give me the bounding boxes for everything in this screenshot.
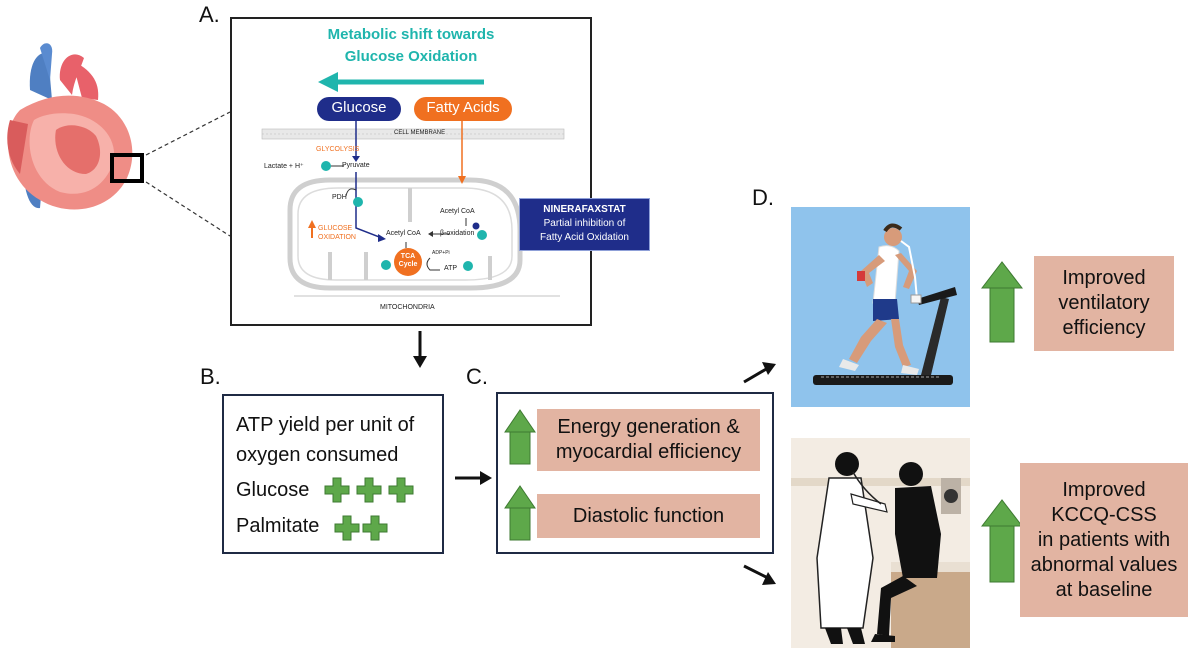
kccq-line-5: at baseline xyxy=(1055,578,1153,601)
panel-a-graphics xyxy=(261,72,565,297)
plus-icon xyxy=(388,477,414,503)
kccq-line-3: in patients with xyxy=(1037,528,1171,551)
palmitate-label: Palmitate xyxy=(236,515,320,537)
cell-membrane xyxy=(261,128,565,140)
vent-line-2: ventilatory xyxy=(1058,292,1150,314)
diastolic-function-box: Diastolic function xyxy=(537,494,760,538)
title-line-1: Metabolic shift towards xyxy=(327,26,495,43)
adp-label: ADP+Pi xyxy=(432,250,450,256)
doctor-examining-patient-illustration xyxy=(791,438,970,648)
drug-line-2: Partial inhibition of xyxy=(543,218,626,229)
heart-illustration xyxy=(7,43,133,210)
energy-line-2: myocardial efficiency xyxy=(555,441,742,463)
panel-label-d: D. xyxy=(752,185,774,210)
panel-label-b: B. xyxy=(200,364,221,389)
glucose-ox-line-1: GLUCOSE xyxy=(318,225,353,232)
tca-line-2: Cycle xyxy=(398,261,418,268)
pdh-label: PDH xyxy=(332,194,347,201)
panel-c-arrows xyxy=(504,409,536,541)
drug-name: NINERAFAXSTAT xyxy=(543,204,626,215)
beta-oxidation-label: β-oxidation xyxy=(440,230,475,237)
ventilatory-efficiency-box: Improved ventilatory efficiency xyxy=(1034,256,1174,351)
energy-generation-box: Energy generation & myocardial efficienc… xyxy=(537,409,760,471)
glucose-label: Glucose xyxy=(236,479,310,501)
atp-label: ATP xyxy=(444,265,458,272)
acetyl-coa-mid-label: Acetyl CoA xyxy=(386,230,421,237)
pyruvate-label: Pyruvate xyxy=(342,162,370,169)
plus-icon xyxy=(356,477,382,503)
zoom-lines xyxy=(145,111,231,237)
energy-line-1: Energy generation & xyxy=(557,416,740,438)
zoom-box xyxy=(110,153,144,183)
ninerafaxstat-box: NINERAFAXSTAT Partial inhibition of Fatt… xyxy=(519,198,650,251)
cell-membrane-label: CELL MEMBRANE xyxy=(394,130,446,136)
title-line-2: Glucose Oxidation xyxy=(344,48,478,65)
plus-icon xyxy=(334,515,360,541)
atp-line-1: ATP yield per unit of xyxy=(236,414,415,436)
kccq-line-2: KCCQ-CSS xyxy=(1051,503,1157,526)
runner-on-treadmill-illustration xyxy=(813,223,957,385)
fatty-acids-pill: Fatty Acids xyxy=(414,97,512,121)
panel-label-c: C. xyxy=(466,364,488,389)
up-arrow-icon xyxy=(980,261,1024,343)
treadmill-image xyxy=(791,207,970,407)
up-arrow-icon xyxy=(980,499,1024,583)
acetyl-coa-top-label: Acetyl CoA xyxy=(440,208,475,215)
tca-line-1: TCA xyxy=(400,253,416,260)
panel-b-box xyxy=(222,394,444,554)
mitochondria-outer xyxy=(287,177,523,291)
glucose-oxidation-label: GLUCOSE OXIDATION xyxy=(318,224,356,242)
kccq-line-1: Improved xyxy=(1062,478,1146,501)
glucose-ox-line-2: OXIDATION xyxy=(318,234,356,241)
tca-label: TCA Cycle xyxy=(394,253,422,269)
up-arrow-icon xyxy=(504,485,536,541)
mitochondria-label: MITOCHONDRIA xyxy=(380,304,435,311)
atp-line-2: oxygen consumed xyxy=(236,444,399,466)
panel-label-a: A. xyxy=(199,2,220,27)
doctor-patient-image xyxy=(791,438,970,648)
mitochondria-inner xyxy=(297,187,513,281)
plus-icon xyxy=(324,477,350,503)
shift-arrow-head xyxy=(318,72,338,92)
lactate-label: Lactate + H⁺ xyxy=(264,163,304,170)
atp-yield-text: ATP yield per unit of oxygen consumed xyxy=(236,410,414,470)
plus-icon xyxy=(362,515,388,541)
tca-cycle-circle xyxy=(394,248,422,276)
kccq-box: Improved KCCQ-CSS in patients with abnor… xyxy=(1020,463,1188,617)
metabolic-shift-title: Metabolic shift towards Glucose Oxidatio… xyxy=(230,24,592,68)
glucose-pill: Glucose xyxy=(317,97,401,121)
vent-line-1: Improved xyxy=(1062,267,1146,289)
plus-signs xyxy=(324,477,414,541)
vent-line-3: efficiency xyxy=(1062,317,1146,339)
drug-line-3: Fatty Acid Oxidation xyxy=(540,232,629,243)
glycolysis-label: GLYCOLYSIS xyxy=(316,146,360,153)
kccq-line-4: abnormal values xyxy=(1030,553,1178,576)
